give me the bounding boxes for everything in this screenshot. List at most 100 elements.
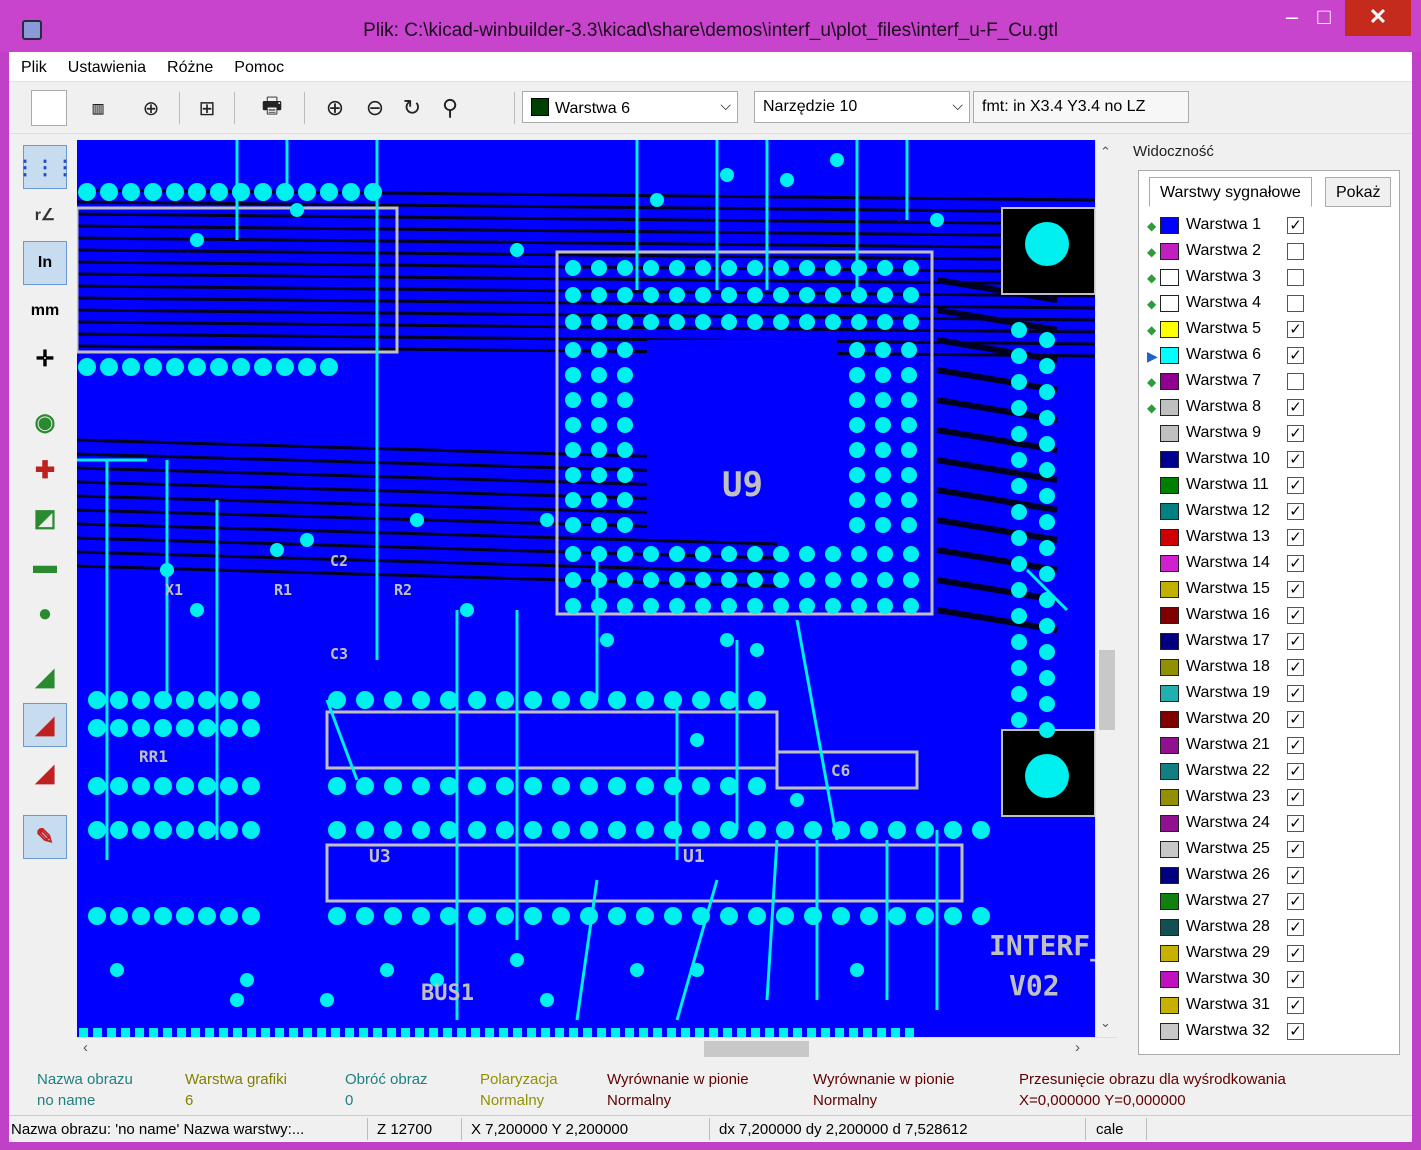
- layer-visible-checkbox[interactable]: ✓: [1287, 763, 1304, 780]
- layer-visible-checkbox[interactable]: ✓: [1287, 867, 1304, 884]
- layer-color-swatch[interactable]: [1160, 711, 1179, 728]
- layer-name[interactable]: Warstwa 10: [1186, 450, 1270, 467]
- layer-row[interactable]: ◆Warstwa 8✓: [1139, 395, 1399, 421]
- layer-name[interactable]: Warstwa 13: [1186, 528, 1270, 545]
- scroll-up-icon[interactable]: ⌃: [1100, 144, 1111, 159]
- layer-visible-checkbox[interactable]: [1287, 295, 1304, 312]
- layer-visible-checkbox[interactable]: ✓: [1287, 425, 1304, 442]
- layer-color-swatch[interactable]: [1160, 503, 1179, 520]
- layer-row[interactable]: Warstwa 29✓: [1139, 941, 1399, 967]
- layer-row[interactable]: ◆Warstwa 5✓: [1139, 317, 1399, 343]
- layer-color-swatch[interactable]: [1160, 217, 1179, 234]
- layer-color-swatch[interactable]: [1160, 867, 1179, 884]
- layers-down-icon[interactable]: ◢: [35, 759, 55, 787]
- layer-visible-checkbox[interactable]: ✓: [1287, 503, 1304, 520]
- layer-visible-checkbox[interactable]: ✓: [1287, 321, 1304, 338]
- layer-color-swatch[interactable]: [1160, 841, 1179, 858]
- layer-name[interactable]: Warstwa 18: [1186, 658, 1270, 675]
- layer-color-swatch[interactable]: [1160, 451, 1179, 468]
- layer-row[interactable]: ◆Warstwa 1✓: [1139, 213, 1399, 239]
- menu-rozne[interactable]: Różne: [167, 59, 214, 76]
- layer-row[interactable]: Warstwa 10✓: [1139, 447, 1399, 473]
- layer-name[interactable]: Warstwa 22: [1186, 762, 1270, 779]
- layer-name[interactable]: Warstwa 21: [1186, 736, 1270, 753]
- layer-visible-checkbox[interactable]: ✓: [1287, 633, 1304, 650]
- layer-name[interactable]: Warstwa 11: [1186, 476, 1269, 493]
- layer-row[interactable]: Warstwa 16 ✓: [1139, 603, 1399, 629]
- layer-name[interactable]: Warstwa 16: [1186, 606, 1270, 623]
- layer-row[interactable]: Warstwa 20✓: [1139, 707, 1399, 733]
- layer-name[interactable]: Warstwa 12: [1186, 502, 1270, 519]
- layer-color-swatch[interactable]: [1160, 659, 1179, 676]
- layer-color-swatch[interactable]: [1160, 737, 1179, 754]
- layer-color-swatch[interactable]: [1160, 581, 1179, 598]
- layer-color-swatch[interactable]: [1160, 893, 1179, 910]
- layer-row[interactable]: ◆Warstwa 7: [1139, 369, 1399, 395]
- page-settings-icon[interactable]: ⊞: [198, 97, 216, 120]
- layer-color-swatch[interactable]: [1160, 1023, 1179, 1040]
- layer-row[interactable]: Warstwa 14✓: [1139, 551, 1399, 577]
- horizontal-scrollbar[interactable]: ‹ ›: [77, 1037, 1117, 1059]
- layer-color-swatch[interactable]: [1160, 269, 1179, 286]
- layer-color-swatch[interactable]: [1160, 373, 1179, 390]
- scroll-right-icon[interactable]: ›: [1075, 1039, 1080, 1056]
- layer-visible-checkbox[interactable]: ✓: [1287, 607, 1304, 624]
- layer-visible-checkbox[interactable]: ✓: [1287, 711, 1304, 728]
- polar-coords-icon[interactable]: r∠: [34, 207, 56, 224]
- vertical-scrollbar[interactable]: ⌃ ⌄: [1095, 140, 1117, 1037]
- layer-select[interactable]: Warstwa 6⌵: [522, 91, 738, 123]
- layer-name[interactable]: Warstwa 8: [1186, 398, 1261, 415]
- layer-row[interactable]: Warstwa 18 ✓: [1139, 655, 1399, 681]
- dcodes-icon[interactable]: ●: [37, 600, 53, 627]
- zoom-fit-icon[interactable]: ⚲: [441, 95, 459, 120]
- layer-name[interactable]: Warstwa 24: [1186, 814, 1270, 831]
- layer-row[interactable]: ▶Warstwa 6✓: [1139, 343, 1399, 369]
- layer-name[interactable]: Warstwa 32: [1186, 1022, 1270, 1039]
- layer-name[interactable]: Warstwa 1: [1186, 216, 1261, 233]
- layer-visible-checkbox[interactable]: ✓: [1287, 347, 1304, 364]
- menu-plik[interactable]: Plik: [21, 59, 47, 76]
- highlight-icon[interactable]: ✎: [23, 815, 67, 859]
- layer-row[interactable]: Warstwa 9✓: [1139, 421, 1399, 447]
- layer-row[interactable]: Warstwa 19✓: [1139, 681, 1399, 707]
- layer-color-swatch[interactable]: [1160, 789, 1179, 806]
- layer-visible-checkbox[interactable]: ✓: [1287, 971, 1304, 988]
- layer-visible-checkbox[interactable]: ✓: [1287, 945, 1304, 962]
- layer-row[interactable]: Warstwa 15✓: [1139, 577, 1399, 603]
- layer-visible-checkbox[interactable]: [1287, 243, 1304, 260]
- layer-visible-checkbox[interactable]: ✓: [1287, 555, 1304, 572]
- layer-name[interactable]: Warstwa 2: [1186, 242, 1261, 259]
- inch-units-icon[interactable]: In: [23, 241, 67, 285]
- layer-name[interactable]: Warstwa 26: [1186, 866, 1270, 883]
- layer-name[interactable]: Warstwa 15: [1186, 580, 1270, 597]
- polygon-display-icon[interactable]: ◩: [33, 504, 57, 532]
- maximize-button[interactable]: □: [1317, 4, 1331, 29]
- layer-color-swatch[interactable]: [1160, 321, 1179, 338]
- cursor-icon[interactable]: ✛: [35, 346, 55, 371]
- line-display-icon[interactable]: ✚: [34, 456, 56, 484]
- minimize-button[interactable]: –: [1285, 4, 1299, 29]
- layer-row[interactable]: ◆Warstwa 3: [1139, 265, 1399, 291]
- layer-visible-checkbox[interactable]: [1287, 269, 1304, 286]
- layer-visible-checkbox[interactable]: ✓: [1287, 217, 1304, 234]
- layer-row[interactable]: Warstwa 11✓: [1139, 473, 1399, 499]
- layer-visible-checkbox[interactable]: ✓: [1287, 529, 1304, 546]
- layer-row[interactable]: Warstwa 27✓: [1139, 889, 1399, 915]
- negative-objects-icon[interactable]: ▬: [33, 552, 57, 579]
- layer-color-swatch[interactable]: [1160, 919, 1179, 936]
- layer-color-swatch[interactable]: [1160, 971, 1179, 988]
- layer-visible-checkbox[interactable]: ✓: [1287, 997, 1304, 1014]
- layer-row[interactable]: ◆Warstwa 4: [1139, 291, 1399, 317]
- layer-name[interactable]: Warstwa 23: [1186, 788, 1270, 805]
- layer-visible-checkbox[interactable]: ✓: [1287, 659, 1304, 676]
- layer-color-swatch[interactable]: [1160, 399, 1179, 416]
- load-gerber-icon[interactable]: ▥: [92, 97, 104, 119]
- layer-name[interactable]: Warstwa 6: [1186, 346, 1261, 363]
- layer-row[interactable]: Warstwa 23✓: [1139, 785, 1399, 811]
- layer-color-swatch[interactable]: [1160, 685, 1179, 702]
- menu-ustawienia[interactable]: Ustawienia: [67, 59, 147, 76]
- zoom-in-icon[interactable]: ⊕: [325, 95, 345, 120]
- layer-color-swatch[interactable]: [1160, 607, 1179, 624]
- clear-layer-icon[interactable]: [31, 90, 67, 126]
- layer-color-swatch[interactable]: [1160, 815, 1179, 832]
